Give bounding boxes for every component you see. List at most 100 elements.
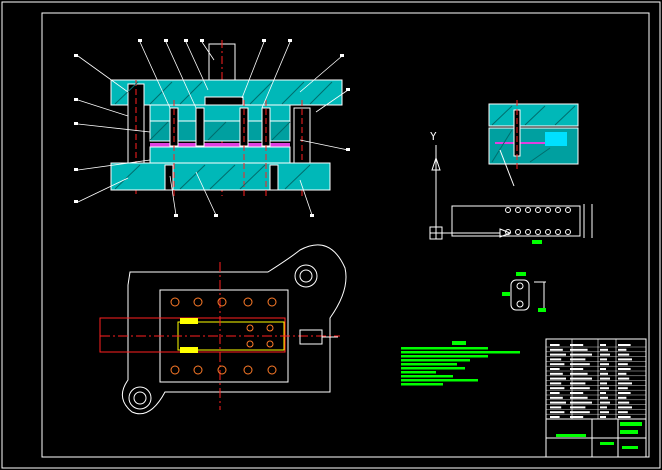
note-line [401,359,470,362]
parts-row-cell [570,348,588,351]
die-set-outline [121,244,347,415]
parts-row-cell [550,382,562,385]
note-line [401,347,488,350]
parts-row-cell [550,353,566,356]
title-tag-2 [620,430,638,434]
parts-row-cell [600,406,607,409]
note-line [401,363,457,366]
note-line [401,379,478,382]
strip-holes [505,207,571,235]
parts-row-cell [600,416,606,418]
technical-requirements [401,341,520,386]
title-block [545,338,647,458]
ucs-icon [429,145,443,240]
blank-hole-1 [516,282,524,290]
parts-row-cell [570,358,586,361]
parts-row-cell [550,358,562,361]
sheet-inner-border [41,12,650,458]
title-tag-3 [556,434,586,437]
note-line [401,375,453,378]
blank-part-outline [510,279,530,311]
detail-section-view [488,100,579,187]
parts-row-cell [600,368,606,370]
screw-1 [164,164,174,191]
parts-row-cell [570,372,588,375]
section-hatching [114,81,333,190]
parts-row-cell [600,387,609,390]
parts-row-cell [550,377,566,380]
parts-row-cell [550,392,560,394]
parts-row-cell [570,344,584,346]
right-slot [299,329,323,345]
parts-row-cell [550,368,560,370]
parts-row-cell [600,348,608,351]
plan-view [99,244,347,415]
guide-bush-top-right-inner [299,269,313,283]
stripper-plate [149,120,291,142]
parts-row-cell [618,348,627,351]
parts-row-cell [550,387,565,390]
parts-row-cell [618,387,628,390]
parts-row-cell [600,396,608,399]
blank-part-detail [502,272,546,312]
part-leaders [77,41,349,216]
parts-row-cell [600,344,606,346]
detail-hatching [491,105,576,163]
parts-row-cell [618,363,628,366]
title-tag-4 [600,442,614,445]
note-line [401,371,436,374]
parts-row-cell [618,353,630,356]
blank-tag-1 [516,272,526,276]
pilot-block-lower [180,347,198,353]
parts-row-cell [570,377,592,380]
parts-row-cell [550,363,565,366]
feed-arrow [499,228,512,238]
strip-outline [451,205,581,237]
parts-row-cell [618,392,631,394]
pilot-block-upper [180,318,198,324]
note-line [401,383,443,386]
die-plate [149,146,291,166]
blank-tag-2 [502,292,510,296]
detail-insert [545,132,567,146]
upper-plate-gap [204,96,244,106]
blank-hole-2 [516,300,524,308]
screw-2 [269,164,279,191]
parts-row-cell [600,411,609,414]
parts-row-cell [618,411,628,414]
parts-row-cell [618,372,627,375]
parts-row-cell [550,348,563,351]
parts-row-cell [570,396,588,399]
strip-dim-tag [532,240,542,244]
parts-row-cell [570,406,586,409]
guide-bush-bottom-left [128,386,152,410]
parts-list-rows [546,339,646,420]
parts-row-cell [618,382,632,385]
parts-row-cell [600,401,610,404]
guide-bush-bottom-left-inner [133,391,147,405]
parts-row-cell [618,344,631,346]
title-tag-5 [622,446,638,449]
parts-row-cell [618,401,630,404]
parts-row-cell [550,396,563,399]
ucs-y-label: Y [430,130,437,143]
detail-leader [499,149,515,187]
parts-row-cell [570,353,592,356]
parts-row-cell [600,382,607,385]
notes-heading-bar [452,341,466,345]
note-line [401,355,488,358]
parts-row-cell [570,411,590,414]
strip-layout: Y [429,130,593,244]
parts-row-cell [570,401,592,404]
parts-row-cell [550,372,563,375]
parts-row-cell [600,353,610,356]
front-section-view [74,39,350,217]
balloon-dots [74,39,350,217]
parts-row-cell [570,387,590,390]
parts-row-cell [600,372,608,375]
parts-row-cell [618,368,631,370]
parts-row-cell [570,416,584,418]
parts-row-cell [600,392,606,394]
